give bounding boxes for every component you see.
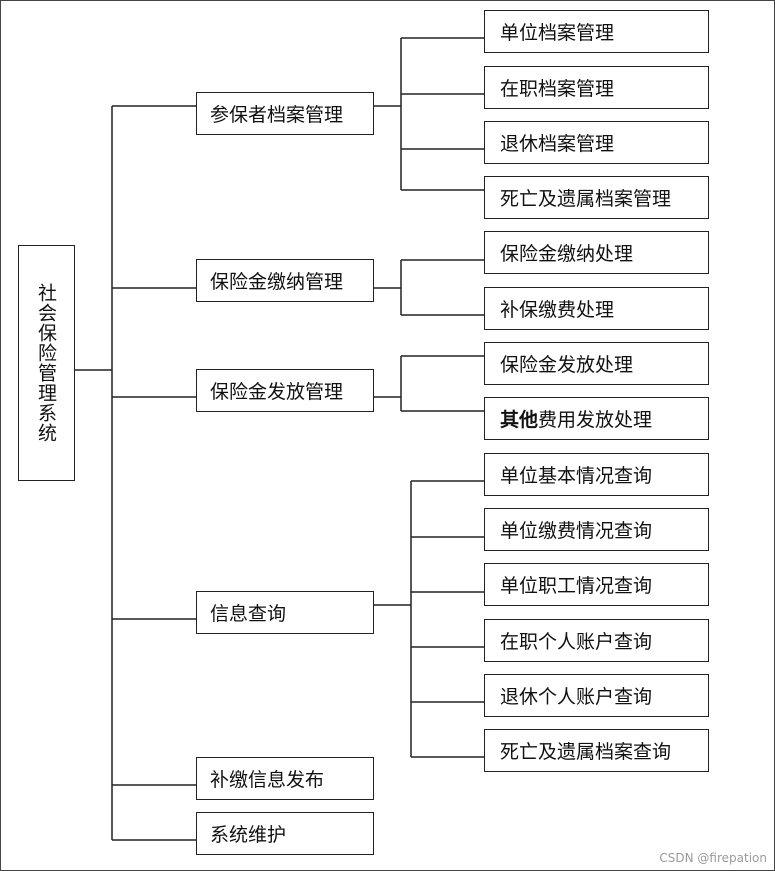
root-node: 社会保险管理系统	[18, 245, 75, 481]
leaf-node: 保险金缴纳处理	[484, 231, 709, 274]
leaf-node: 死亡及遗属档案管理	[484, 176, 709, 219]
leaf-node: 退休个人账户查询	[484, 674, 709, 717]
leaf-node: 死亡及遗属档案查询	[484, 729, 709, 772]
leaf-node-label: 单位缴费情况查询	[500, 520, 653, 542]
leaf-node-label: 在职档案管理	[500, 78, 615, 100]
branch-node-disbursement: 保险金发放管理	[196, 369, 374, 412]
leaf-node: 单位档案管理	[484, 10, 709, 53]
leaf-node: 单位缴费情况查询	[484, 508, 709, 551]
leaf-node: 退休档案管理	[484, 121, 709, 164]
leaf-node-label: 单位档案管理	[500, 22, 615, 44]
branch-node-label: 参保者档案管理	[210, 104, 344, 126]
branch-node-payment: 保险金缴纳管理	[196, 259, 374, 302]
leaf-node-label: 补保缴费处理	[500, 299, 615, 321]
leaf-node-label: 单位职工情况查询	[500, 575, 653, 597]
leaf-node-label: 保险金发放处理	[500, 354, 634, 376]
branch-node-archive: 参保者档案管理	[196, 92, 374, 135]
leaf-node: 保险金发放处理	[484, 342, 709, 385]
branch-node-query: 信息查询	[196, 591, 374, 634]
leaf-node: 单位基本情况查询	[484, 453, 709, 496]
leaf-node-label: 死亡及遗属档案查询	[500, 741, 672, 763]
watermark: CSDN @firepation	[659, 851, 767, 865]
branch-node-supplement: 补缴信息发布	[196, 757, 374, 800]
leaf-node-label: 退休个人账户查询	[500, 686, 653, 708]
leaf-node: 在职档案管理	[484, 66, 709, 109]
leaf-node-label-bold: 其他	[500, 409, 539, 431]
leaf-node: 补保缴费处理	[484, 287, 709, 330]
branch-node-maintenance: 系统维护	[196, 812, 374, 855]
leaf-node-label: 退休档案管理	[500, 133, 615, 155]
leaf-node-label: 费用发放处理	[538, 409, 653, 431]
branch-node-label: 保险金发放管理	[210, 381, 344, 403]
leaf-node-label: 在职个人账户查询	[500, 631, 653, 653]
leaf-node-label: 单位基本情况查询	[500, 465, 653, 487]
branch-node-label: 补缴信息发布	[210, 769, 325, 791]
leaf-node: 单位职工情况查询	[484, 563, 709, 606]
branch-node-label: 保险金缴纳管理	[210, 271, 344, 293]
leaf-node-label: 保险金缴纳处理	[500, 243, 634, 265]
branch-node-label: 信息查询	[210, 603, 287, 625]
leaf-node: 其他费用发放处理	[484, 397, 709, 440]
leaf-node: 在职个人账户查询	[484, 619, 709, 662]
root-node-label: 社会保险管理系统	[35, 283, 57, 443]
branch-node-label: 系统维护	[210, 824, 287, 846]
leaf-node-label: 死亡及遗属档案管理	[500, 188, 672, 210]
